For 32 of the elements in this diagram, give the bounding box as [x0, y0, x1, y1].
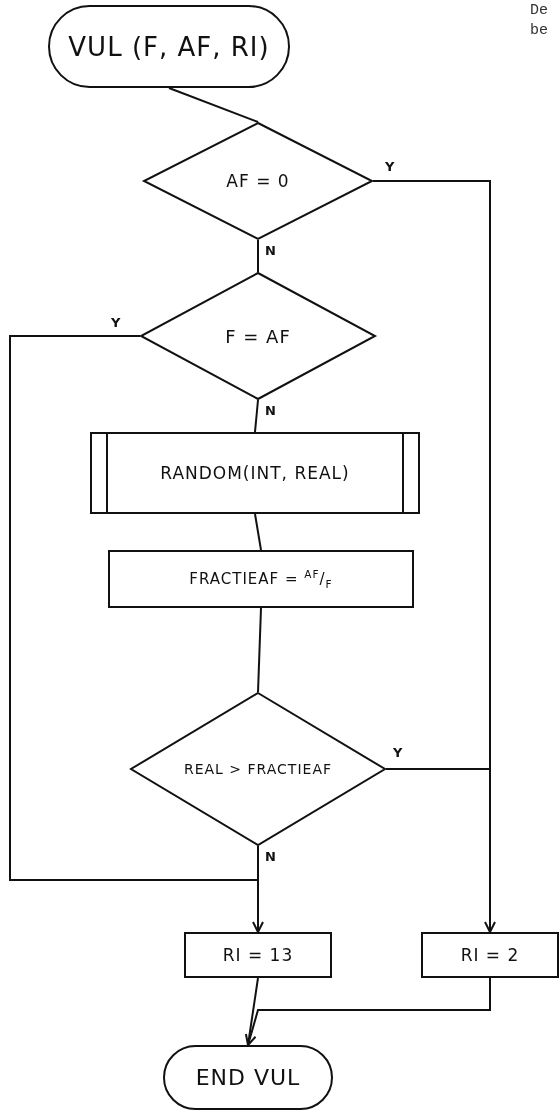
- decision-diamond: [143, 122, 373, 240]
- edge-label: Y: [392, 746, 404, 760]
- decision-diamond: [140, 272, 376, 400]
- node-text: RI = 2: [460, 945, 520, 965]
- edge-label: N: [264, 244, 277, 258]
- node-text: F = AF: [225, 325, 291, 347]
- edge-label: Y: [110, 316, 122, 330]
- edge-label: Y: [384, 160, 396, 174]
- decision-diamond: [130, 692, 386, 846]
- edge-label: N: [264, 404, 277, 418]
- subroutine-box: [90, 432, 420, 514]
- connector-line: [385, 768, 496, 933]
- note-text: De: [530, 2, 548, 19]
- connector-line: [168, 87, 259, 123]
- connector-line: [257, 239, 259, 273]
- connector-line: [257, 607, 262, 693]
- connector-line: [254, 399, 259, 433]
- process-box: [108, 550, 414, 608]
- connector-line: [244, 977, 491, 1046]
- node-text: RI = 13: [222, 945, 294, 965]
- connector-line: [254, 513, 262, 551]
- node-text: END VUL: [195, 1065, 301, 1090]
- node-text: VUL (F, AF, RI): [68, 31, 270, 62]
- note-text: be: [530, 22, 548, 39]
- node-text: AF = 0: [226, 171, 290, 191]
- node-text: RANDOM(INT, REAL): [160, 463, 350, 483]
- process-box: [184, 932, 332, 978]
- node-text: REAL > FRACTIEAF: [183, 761, 333, 777]
- process-box: [421, 932, 559, 978]
- edge-label: N: [264, 850, 277, 864]
- connector-line: [9, 335, 264, 933]
- node-text: FRACTIEAF = $^{AF}$/$_{F}$: [189, 568, 333, 590]
